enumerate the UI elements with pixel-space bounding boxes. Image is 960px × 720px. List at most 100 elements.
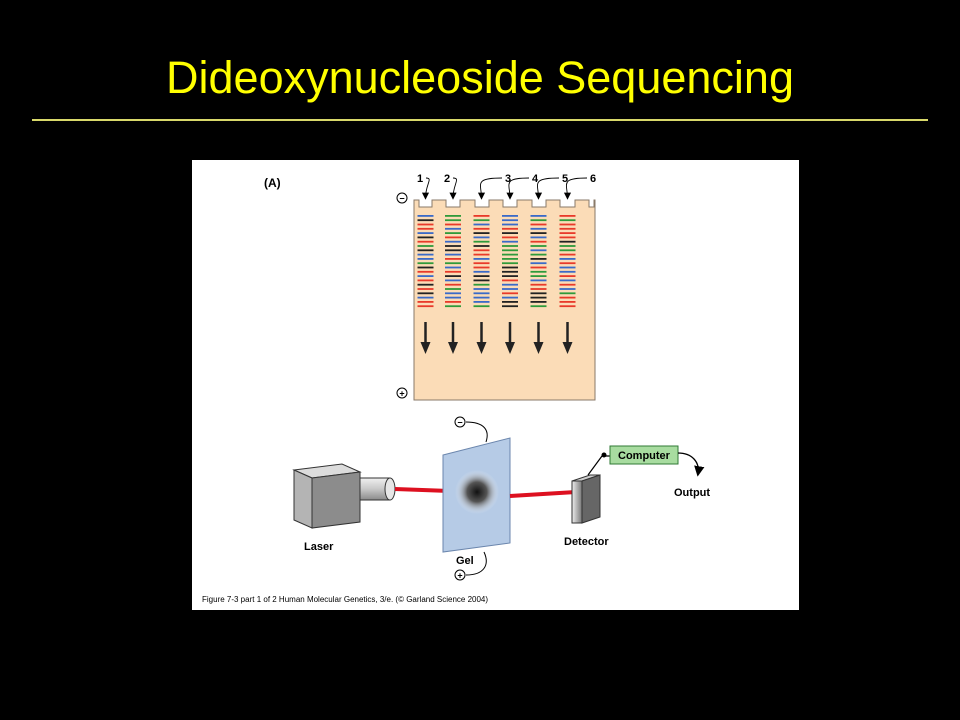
gel-band: [559, 292, 576, 295]
gel-band: [473, 215, 490, 217]
lane-pointer-arrow-icon: [477, 177, 503, 200]
laser-icon: [292, 463, 396, 529]
gel-band: [445, 296, 461, 299]
gel-band: [530, 270, 547, 273]
output-arrow-icon: [677, 452, 705, 477]
gel-band: [445, 288, 461, 290]
gel-band: [559, 288, 576, 290]
gel-band: [473, 270, 490, 273]
laser-beam-out: [509, 490, 577, 498]
gel-band: [417, 288, 434, 290]
gel-band: [530, 275, 547, 277]
gel-band: [445, 270, 461, 273]
gel-band: [530, 215, 547, 217]
gel-band: [473, 305, 490, 308]
gel-band: [417, 219, 434, 222]
gel-band: [417, 258, 434, 260]
gel-band: [417, 270, 434, 273]
gel-band: [502, 215, 518, 217]
figure-caption: Figure 7-3 part 1 of 2 Human Molecular G…: [202, 595, 488, 604]
gel-band: [559, 305, 576, 308]
gel-band: [473, 227, 490, 230]
gel-band: [530, 279, 547, 282]
lane-pointer-arrow-icon: [421, 177, 430, 200]
gel-band: [417, 253, 434, 256]
svg-text:+: +: [457, 571, 462, 581]
gel-band: [473, 249, 490, 252]
migration-arrow-icon: [420, 322, 431, 354]
gel-band: [530, 296, 547, 299]
gel-band: [417, 262, 434, 265]
gel-band: [502, 258, 518, 260]
computer-label: Computer: [618, 450, 671, 462]
gel-band: [502, 236, 518, 239]
gel-band: [445, 258, 461, 260]
gel-band: [559, 266, 576, 269]
gel-band: [473, 279, 490, 282]
gel-band: [417, 283, 434, 286]
title-divider: [32, 119, 928, 121]
gel-band: [559, 262, 576, 265]
gel-band: [559, 283, 576, 286]
gel-band: [502, 275, 518, 277]
gel-band: [559, 236, 576, 239]
svg-text:−: −: [399, 194, 404, 204]
gel-band: [559, 301, 576, 303]
gel-band: [445, 223, 461, 226]
gel-label: Gel: [456, 555, 474, 567]
gel-band: [445, 279, 461, 282]
gel-band: [559, 245, 576, 247]
gel-band: [530, 292, 547, 295]
gel-band: [445, 266, 461, 269]
gel-band: [417, 279, 434, 282]
detector-icon: [571, 474, 601, 524]
gel-band: [417, 227, 434, 230]
gel-band: [417, 236, 434, 239]
gel-band: [530, 283, 547, 286]
gel-band: [502, 301, 518, 303]
fluorescent-band-spot: [455, 470, 499, 514]
gel-band: [530, 219, 547, 222]
gel-band: [502, 227, 518, 230]
gel-band: [530, 305, 547, 308]
gel-band: [530, 227, 547, 230]
lane-pointer-arrow-icon: [563, 177, 588, 200]
laser-label: Laser: [304, 541, 334, 553]
gel-band: [502, 240, 518, 243]
gel-band: [417, 301, 434, 303]
gel-minus-electrode-icon: −: [396, 192, 408, 204]
gel-band: [502, 270, 518, 273]
gel-band: [502, 249, 518, 252]
gel-band: [445, 219, 461, 222]
gel-band: [445, 240, 461, 243]
gel-band: [445, 275, 461, 277]
gel-band: [502, 279, 518, 282]
gel-band: [445, 253, 461, 256]
gel-band: [417, 292, 434, 295]
svg-text:+: +: [399, 389, 404, 399]
gel-band: [473, 296, 490, 299]
gel-band: [445, 305, 461, 308]
gel-band: [502, 283, 518, 286]
gel-band: [417, 266, 434, 269]
gel-band: [502, 288, 518, 290]
gel-band: [473, 236, 490, 239]
lane-pointer-arrow-icon: [449, 177, 457, 200]
gel-band: [559, 227, 576, 230]
lane-pointer-arrow-icon: [506, 177, 530, 200]
gel-band: [530, 240, 547, 243]
migration-arrow-icon: [533, 322, 544, 354]
gel-band: [502, 266, 518, 269]
lane-label-4: 4: [532, 173, 539, 185]
gel-band: [473, 258, 490, 260]
gel-band: [445, 292, 461, 295]
gel-band: [530, 253, 547, 256]
gel-band: [417, 232, 434, 234]
gel-band: [502, 232, 518, 234]
computer-box: [609, 445, 679, 465]
gel-band: [473, 292, 490, 295]
gel-band: [473, 288, 490, 290]
gel-band: [530, 266, 547, 269]
